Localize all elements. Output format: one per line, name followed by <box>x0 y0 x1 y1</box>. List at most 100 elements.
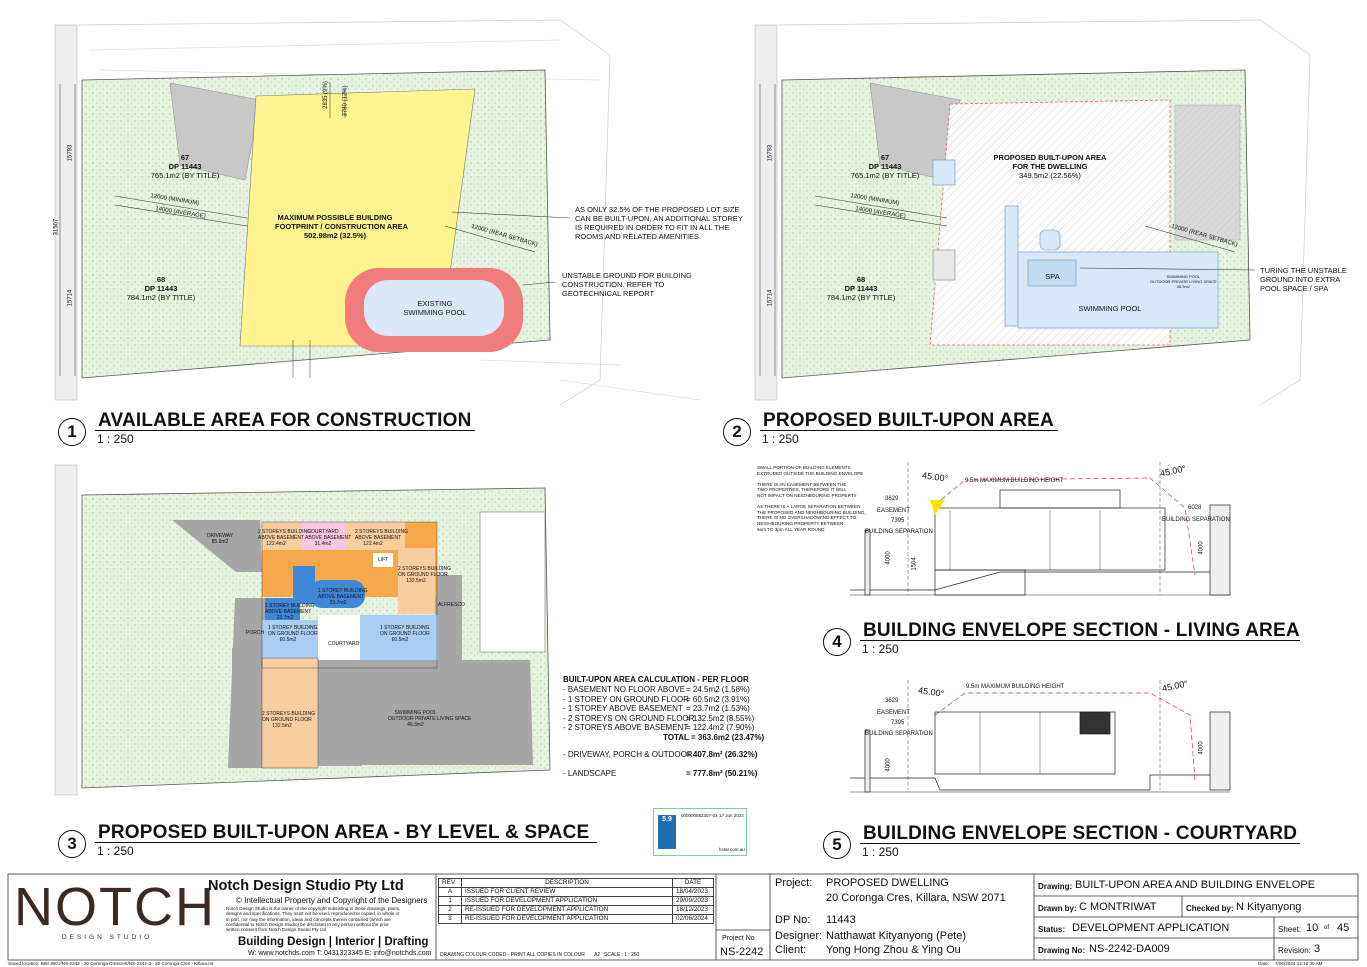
dim-side-a: 15793 <box>67 144 74 162</box>
plan2-pool-label: SWIMMING POOL <box>1078 304 1142 313</box>
title-block-frame <box>7 873 1359 961</box>
lot-dp: DP 11443 <box>168 162 202 171</box>
checked-value: N Kityanyong <box>1236 901 1302 913</box>
print-date: 7/06/2024 12:16:30 AM <box>1275 961 1323 966</box>
plan-2 <box>754 19 1311 406</box>
view-title-4: 4 BUILDING ENVELOPE SECTION - LIVING ARE… <box>823 620 1300 656</box>
plan2-lot68: 68 DP 11443 784.1m2 (BY TITLE) <box>826 275 896 302</box>
plan-3 <box>54 464 551 796</box>
section4-d6: 4000 <box>1198 541 1205 555</box>
project-no-label: Project No <box>722 935 755 942</box>
lot-area: 784.1m2 (BY TITLE) <box>826 293 896 302</box>
dp-label: DP No: <box>775 914 811 926</box>
calc-total: TOTAL = 363.6m2 (23.47%) <box>663 733 765 742</box>
view-scale: 1 : 250 <box>97 432 134 446</box>
status-label: Status: <box>1038 925 1066 934</box>
area-calculation: BUILT-UPON AREA CALCULATION - PER FLOOR <box>563 675 749 685</box>
view-name: AVAILABLE AREA FOR CONSTRUCTION <box>98 410 472 431</box>
view-number: 5 <box>823 831 851 859</box>
scale-value: 1 : 250 <box>624 952 640 958</box>
paper-size: A2 <box>594 952 601 958</box>
pool-line: 46.3m2 <box>1176 284 1191 289</box>
project-name: PROPOSED DWELLING <box>826 877 949 889</box>
plan-1 <box>54 19 701 406</box>
section4-d3: 6028 <box>1188 505 1202 511</box>
copyright: © Intellectual Property and Copyright of… <box>236 896 428 905</box>
calc-driveway-label: - DRIVEWAY, PORCH & OUTDOOR <box>563 750 693 759</box>
nathers-date: 17 Jun 2024 <box>719 813 744 818</box>
built-line: 349.5m2 (22.56%) <box>1019 171 1081 180</box>
plan2-pool-small: SWIMMING POOL OUTDOOR PRIVATE LIVING SPA… <box>1150 274 1217 289</box>
sheet-total: 45 <box>1337 922 1350 934</box>
colour-note: DRAWING COLOUR CODED - PRINT ALL COPIES … <box>440 952 585 958</box>
view-name: BUILDING ENVELOPE SECTION - LIVING AREA <box>863 620 1300 641</box>
view-title-5: 5 BUILDING ENVELOPE SECTION - COURTYARD <box>823 823 1297 859</box>
calc-row-value: = 132.5m2 (8.55%) <box>686 714 755 723</box>
pool-line: EXISTING <box>417 299 453 308</box>
view-scale: 1 : 250 <box>862 845 899 859</box>
designer-value: Natthawat Kityanyong (Pete) <box>826 930 967 942</box>
nathers-link: hstar.com.au <box>719 847 745 852</box>
status-value: DEVELOPMENT APPLICATION <box>1072 922 1230 934</box>
plan1-pool-label: EXISTING SWIMMING POOL <box>395 299 475 317</box>
note-line: ROOMS AND RELATED AMENITIES. <box>575 232 702 241</box>
plan1-note-built-upon: AS ONLY 32.5% OF THE PROPOSED LOT SIZE C… <box>575 205 743 241</box>
section4-easement: EASEMENT <box>877 508 911 514</box>
plan1-lot67: 67 DP 11443 765.1m2 (BY TITLE) <box>150 153 220 180</box>
drawing-label: Drawing: <box>1038 882 1073 891</box>
nathers-stars: 5.9 <box>662 816 672 823</box>
calc-row-value: = 23.7m2 (1.53%) <box>686 704 750 713</box>
built-line: FOR THE DWELLING <box>1012 162 1088 171</box>
section5-easement: EASEMENT <box>877 710 911 716</box>
view-title-2: 2 PROPOSED BUILT-UPON AREA <box>723 410 1054 446</box>
client-label: Client: <box>775 944 807 956</box>
lot-area: 784.1m2 (BY TITLE) <box>126 293 196 302</box>
note-line: CONSTRUCTION. REFER TO <box>562 280 665 289</box>
view-name: PROPOSED BUILT-UPON AREA <box>763 410 1054 431</box>
view-title-1: 1 AVAILABLE AREA FOR CONSTRUCTION <box>58 410 472 446</box>
calc-row-value: = 24.5m2 (1.58%) <box>686 685 750 694</box>
dim-top2: 3780 (12%) <box>342 85 349 117</box>
view-underline <box>860 843 1300 844</box>
project-address: 20 Coronga Cres, Killara, NSW 2071 <box>826 892 1006 904</box>
revision-label: Revision: <box>1278 946 1311 955</box>
plan1-footprint-label: MAXIMUM POSSIBLE BUILDING FOOTPRINT / CO… <box>275 213 408 240</box>
project-no: NS-2242 <box>720 946 764 958</box>
sheet-of: of <box>1324 925 1330 931</box>
lot-number: 68 <box>856 275 866 284</box>
view-underline <box>95 430 475 431</box>
view-underline <box>95 842 597 843</box>
calc-row-value: = 122.4m2 (7.90%) <box>686 723 755 732</box>
calc-driveway-value: = 407.8m² (26.32%) <box>686 750 758 759</box>
lot-number: 67 <box>880 153 890 162</box>
pool-line: SWIMMING POOL <box>1166 274 1201 279</box>
view-name: PROPOSED BUILT-UPON AREA - BY LEVEL & SP… <box>98 822 590 843</box>
revision-header-row: REV DESCRIPTION DATE <box>438 878 714 888</box>
calc-row-label: - 2 STOREYS ABOVE BASEMENT <box>563 723 689 732</box>
rev-col-header: REV <box>438 878 462 888</box>
drawn-value: C MONTRIWAT <box>1079 901 1157 913</box>
plan1-lot68: 68 DP 11443 784.1m2 (BY TITLE) <box>126 275 196 302</box>
section5-d6: 4000 <box>1198 741 1205 755</box>
section4-sep-right: BUILDING SEPARATION <box>1162 517 1230 523</box>
built-line: PROPOSED BUILT-UPON AREA <box>993 153 1107 162</box>
checked-label: Checked by: <box>1186 904 1234 913</box>
zone-porch: PORCH <box>246 630 265 636</box>
note-line: IS REQUIRED IN ORDER TO FIT IN ALL THE <box>575 223 730 232</box>
lot-area: 765.1m2 (BY TITLE) <box>850 171 920 180</box>
note-line: UNSTABLE GROUND FOR BUILDING <box>562 271 692 280</box>
plan2-spa-label: SPA <box>1045 272 1060 281</box>
view-number: 4 <box>823 628 851 656</box>
view-title-3: 3 PROPOSED BUILT-UPON AREA - BY LEVEL & … <box>58 822 589 858</box>
saved-location: Saved location: BIM 360://NS-2242 - 20 C… <box>8 961 214 966</box>
logo-subtitle: DESIGN STUDIO <box>61 934 153 941</box>
dim-side-a: 15793 <box>767 144 774 162</box>
